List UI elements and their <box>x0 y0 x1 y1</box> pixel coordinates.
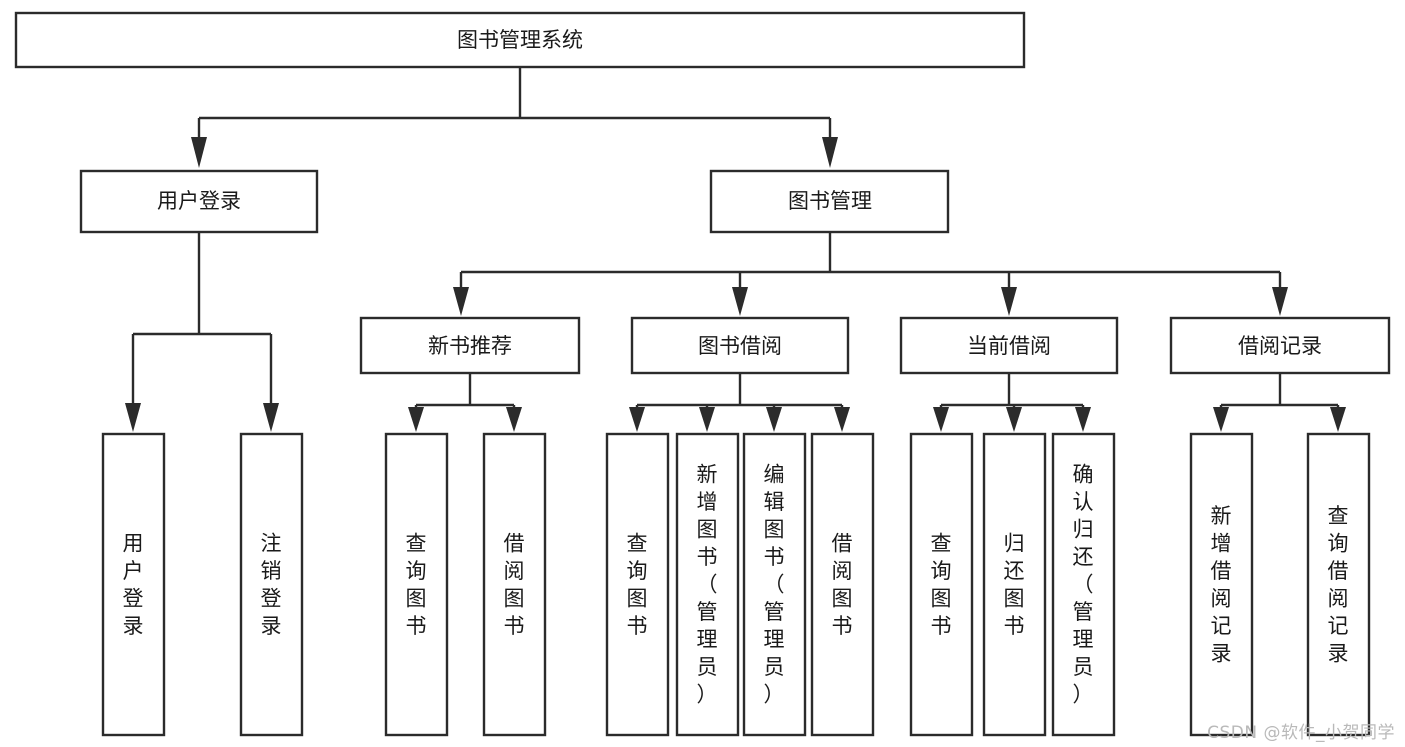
node-borrow-records[interactable]: 借阅记录 <box>1169 316 1391 375</box>
connector-group-book-borrow <box>629 373 850 432</box>
leaf-node-add-book-admin-label: 新增图书（管理员） <box>697 463 718 707</box>
node-book-management[interactable]: 图书管理 <box>709 169 950 234</box>
node-current-borrow-box[interactable] <box>899 316 1119 375</box>
leaf-node-user-login-box[interactable] <box>101 432 166 737</box>
leaf-node-edit-book-admin[interactable]: 编辑图书（管理员） <box>742 432 807 737</box>
leaf-node-query-book-a-label: 查询图书 <box>406 531 427 638</box>
leaf-node-add-borrow-record-box[interactable] <box>1189 432 1254 737</box>
node-user-login-label: 用户登录 <box>157 189 241 213</box>
leaf-node-query-book-c[interactable]: 查询图书 <box>909 432 974 737</box>
node-user-login[interactable]: 用户登录 <box>79 169 319 234</box>
arrow-head-newbook-leaf-2 <box>506 407 522 432</box>
arrow-head-root-to-book-mgmt <box>822 137 838 168</box>
leaf-node-borrow-book-a-box[interactable] <box>482 432 547 737</box>
leaf-node-query-book-a[interactable]: 查询图书 <box>384 432 449 737</box>
leaf-node-edit-book-admin-box[interactable] <box>742 432 807 737</box>
node-root-system[interactable]: 图书管理系统 <box>14 11 1026 69</box>
node-current-borrow-label: 当前借阅 <box>967 334 1051 358</box>
leaf-node-query-borrow-record-label: 查询借阅记录 <box>1328 504 1349 666</box>
leaf-node-add-book-admin[interactable]: 新增图书（管理员） <box>675 432 740 737</box>
leaf-node-borrow-book-b-box[interactable] <box>810 432 875 737</box>
leaf-node-add-borrow-record-label: 新增借阅记录 <box>1211 504 1232 666</box>
node-root-system-box[interactable] <box>14 11 1026 69</box>
arrow-head-userlogin-leaf-1 <box>125 403 141 432</box>
node-book-borrow-label: 图书借阅 <box>698 334 782 358</box>
leaf-node-borrow-book-a[interactable]: 借阅图书 <box>482 432 547 737</box>
leaf-node-return-book-box[interactable] <box>982 432 1047 737</box>
arrow-head-current-leaf-2 <box>1006 407 1022 432</box>
node-book-management-label: 图书管理 <box>788 189 872 213</box>
connector-group-new-book <box>408 373 522 432</box>
leaf-node-confirm-return-admin[interactable]: 确认归还（管理员） <box>1051 432 1116 737</box>
leaf-node-logout[interactable]: 注销登录 <box>239 432 304 737</box>
arrow-head-records-leaf-2 <box>1330 407 1346 432</box>
arrow-head-userlogin-leaf-2 <box>263 403 279 432</box>
leaf-node-logout-label: 注销登录 <box>261 531 282 638</box>
leaf-node-borrow-book-b[interactable]: 借阅图书 <box>810 432 875 737</box>
leaf-node-add-borrow-record[interactable]: 新增借阅记录 <box>1189 432 1254 737</box>
leaf-node-return-book-label: 归还图书 <box>1004 531 1025 638</box>
leaf-node-confirm-return-admin-label: 确认归还（管理员） <box>1073 463 1094 707</box>
node-borrow-records-label: 借阅记录 <box>1238 334 1322 358</box>
arrow-head-root-to-user-login <box>191 137 207 168</box>
connector-group-book-mgmt <box>453 232 1288 316</box>
connector-group-user-login <box>125 232 279 432</box>
leaf-node-edit-book-admin-label: 编辑图书（管理员） <box>764 463 785 707</box>
node-book-management-box[interactable] <box>709 169 950 234</box>
arrow-head-records-leaf-1 <box>1213 407 1229 432</box>
leaf-node-return-book[interactable]: 归还图书 <box>982 432 1047 737</box>
leaf-node-user-login[interactable]: 用户登录 <box>101 432 166 737</box>
leaf-node-logout-box[interactable] <box>239 432 304 737</box>
arrow-head-bookmgmt-newbook <box>453 287 469 316</box>
arrow-head-borrow-leaf-4 <box>834 407 850 432</box>
leaf-node-borrow-book-a-label: 借阅图书 <box>504 531 525 638</box>
connector-group-current-borrow <box>933 373 1091 432</box>
leaf-node-user-login-label: 用户登录 <box>123 531 144 638</box>
node-borrow-records-box[interactable] <box>1169 316 1391 375</box>
connector-group-root <box>191 67 838 168</box>
leaf-node-query-book-b-label: 查询图书 <box>627 531 648 638</box>
node-book-borrow-box[interactable] <box>630 316 850 375</box>
node-new-book-recommend[interactable]: 新书推荐 <box>359 316 581 375</box>
arrow-head-bookmgmt-current <box>1001 287 1017 316</box>
arrow-head-current-leaf-3 <box>1075 407 1091 432</box>
node-current-borrow[interactable]: 当前借阅 <box>899 316 1119 375</box>
arrow-head-current-leaf-1 <box>933 407 949 432</box>
leaf-node-borrow-book-b-label: 借阅图书 <box>832 531 853 638</box>
leaf-node-add-book-admin-box[interactable] <box>675 432 740 737</box>
arrow-head-bookmgmt-borrow <box>732 287 748 316</box>
arrow-head-newbook-leaf-1 <box>408 407 424 432</box>
leaf-node-query-book-b-box[interactable] <box>605 432 670 737</box>
arrow-head-borrow-leaf-2 <box>699 407 715 432</box>
leaf-node-query-borrow-record-box[interactable] <box>1306 432 1371 737</box>
leaf-node-query-book-c-box[interactable] <box>909 432 974 737</box>
arrow-head-borrow-leaf-1 <box>629 407 645 432</box>
leaf-node-confirm-return-admin-box[interactable] <box>1051 432 1116 737</box>
node-new-book-recommend-box[interactable] <box>359 316 581 375</box>
arrow-head-bookmgmt-records <box>1272 287 1288 316</box>
node-user-login-box[interactable] <box>79 169 319 234</box>
csdn-watermark: CSDN @软件_小贺同学 <box>1207 723 1395 743</box>
leaf-node-query-borrow-record[interactable]: 查询借阅记录 <box>1306 432 1371 737</box>
leaf-node-query-book-a-box[interactable] <box>384 432 449 737</box>
leaf-node-query-book-b[interactable]: 查询图书 <box>605 432 670 737</box>
node-book-borrow[interactable]: 图书借阅 <box>630 316 850 375</box>
arrow-head-borrow-leaf-3 <box>766 407 782 432</box>
node-new-book-recommend-label: 新书推荐 <box>428 334 512 358</box>
leaf-node-query-book-c-label: 查询图书 <box>931 531 952 638</box>
connector-group-borrow-records <box>1213 373 1346 432</box>
node-root-system-label: 图书管理系统 <box>457 28 583 52</box>
